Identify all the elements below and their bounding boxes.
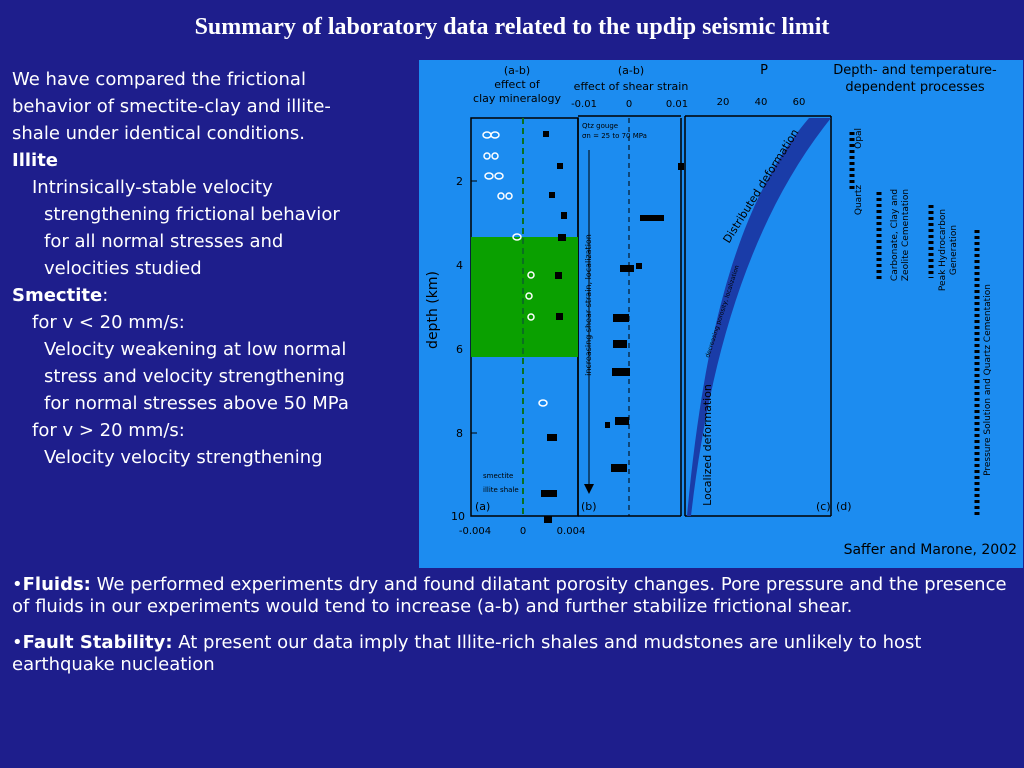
tick-a-3: 0.004 — [557, 526, 586, 537]
seismogenic-green-zone — [471, 237, 578, 357]
gouge-note-2: σn = 25 to 70 MPa — [582, 132, 647, 140]
panel-label-c: (c) — [816, 500, 831, 513]
bottom-tick-labels: -0.004 0 0.004 — [459, 526, 585, 537]
legend-illite: illite shale — [483, 486, 519, 494]
smectite-condition-1: for v < 20 mm/s: — [32, 312, 185, 333]
process-labels: Opal Quartz Carbonate, Clay and Zeolite … — [854, 128, 993, 476]
summary-text: We have compared the frictional behavior… — [12, 66, 412, 471]
panel-label-a: (a) — [475, 500, 490, 513]
condition-1-line-2: stress and velocity strengthening — [44, 366, 345, 387]
tick-c-3: 60 — [793, 97, 806, 108]
tick-a-1: -0.004 — [459, 526, 491, 537]
header-d-line-1: Depth- and temperature- — [833, 63, 997, 78]
strain-markers — [605, 163, 684, 472]
condition-1-line-1: Velocity weakening at low normal — [44, 339, 347, 360]
top-tick-labels: -0.01 0 0.01 20 40 60 — [571, 97, 805, 110]
smectite-markers — [482, 131, 548, 407]
process-quartz: Quartz — [854, 185, 864, 216]
header-b-line-2: effect of shear strain — [574, 80, 689, 93]
smectite-heading-row: Smectite: — [12, 282, 412, 309]
process-opal: Opal — [854, 128, 864, 149]
condition-2-line-1: Velocity velocity strengthening — [44, 447, 323, 468]
strain-arrowhead — [584, 484, 594, 494]
intro-line-3: shale under identical conditions. — [12, 123, 305, 144]
depth-tick-4: 4 — [456, 259, 463, 272]
slide-title: Summary of laboratory data related to th… — [194, 14, 830, 40]
gouge-note-1: Qtz gouge — [582, 122, 618, 130]
bullet-fluids: •Fluids: We performed experiments dry an… — [12, 574, 1012, 618]
depth-tick-8: 8 — [456, 427, 463, 440]
panel-label-b: (b) — [581, 500, 597, 513]
tick-b-3: 0.01 — [666, 99, 688, 110]
process-carbonate-1: Carbonate, Clay and — [890, 189, 900, 281]
legend-a: smectite illite shale — [483, 472, 519, 494]
tick-a-2: 0 — [520, 526, 526, 537]
depth-tick-6: 6 — [456, 343, 463, 356]
smectite-condition-2: for v > 20 mm/s: — [32, 420, 185, 441]
intro-line-2: behavior of smectite-clay and illite- — [12, 96, 331, 117]
bullet-fault-stability: •Fault Stability: At present our data im… — [12, 632, 1012, 676]
bullet-dot-1: • — [12, 574, 23, 595]
header-c: P — [760, 63, 768, 78]
bullet-dot-2: • — [12, 632, 23, 653]
localized-label: Localized deformation — [701, 384, 714, 506]
condition-1-line-3: for normal stresses above 50 MPa — [44, 393, 349, 414]
intro-line-1: We have compared the frictional — [12, 69, 306, 90]
tick-b-1: -0.01 — [571, 99, 597, 110]
legend-smectite: smectite — [483, 472, 513, 480]
bullet-fluids-text: We performed experiments dry and found d… — [12, 574, 1007, 617]
tick-c-2: 40 — [755, 97, 768, 108]
header-a-line-2: effect of — [494, 78, 541, 91]
process-carbonate-2: Zeolite Cementation — [901, 189, 911, 281]
figure-credit: Saffer and Marone, 2002 — [844, 542, 1017, 558]
process-pressure-solution: Pressure Solution and Quartz Cementation — [983, 284, 993, 476]
illite-line-4: velocities studied — [44, 258, 202, 279]
illite-line-3: for all normal stresses and — [44, 231, 284, 252]
illite-heading: Illite — [12, 150, 59, 171]
illite-line-2: strengthening frictional behavior — [44, 204, 340, 225]
bullet-fault-text: At present our data imply that Illite-ri… — [12, 632, 922, 675]
header-d-line-2: dependent processes — [845, 80, 984, 95]
bullet-fluids-label: Fluids: — [22, 574, 91, 595]
bullet-points: •Fluids: We performed experiments dry an… — [12, 574, 1012, 690]
strain-note: increasing shear strain, localization — [584, 234, 593, 376]
panel-headers: (a-b) effect of clay mineralogy (a-b) ef… — [473, 63, 997, 105]
tick-c-1: 20 — [717, 97, 730, 108]
tick-b-2: 0 — [626, 99, 632, 110]
panel-label-d: (d) — [836, 500, 852, 513]
illite-markers — [541, 131, 567, 523]
porosity-band — [687, 118, 831, 516]
depth-tick-10: 10 — [451, 510, 465, 523]
header-a-line-3: clay mineralogy — [473, 92, 561, 105]
depth-tick-2: 2 — [456, 175, 463, 188]
bullet-fault-label: Fault Stability: — [22, 632, 173, 653]
illite-line-1: Intrinsically-stable velocity — [32, 177, 273, 198]
header-a-line-1: (a-b) — [504, 64, 530, 77]
depth-axis-label: depth (km) — [425, 271, 441, 349]
gouge-note: Qtz gouge σn = 25 to 70 MPa — [582, 122, 647, 140]
smectite-heading: Smectite — [12, 285, 103, 306]
header-b-line-1: (a-b) — [618, 64, 644, 77]
process-hydrocarbon-2: Generation — [949, 225, 959, 275]
process-bars — [849, 132, 980, 516]
laboratory-data-figure: (a-b) effect of clay mineralogy (a-b) ef… — [419, 60, 1023, 568]
process-hydrocarbon-1: Peak Hydrocarbon — [938, 209, 948, 291]
smectite-colon: : — [102, 285, 109, 306]
